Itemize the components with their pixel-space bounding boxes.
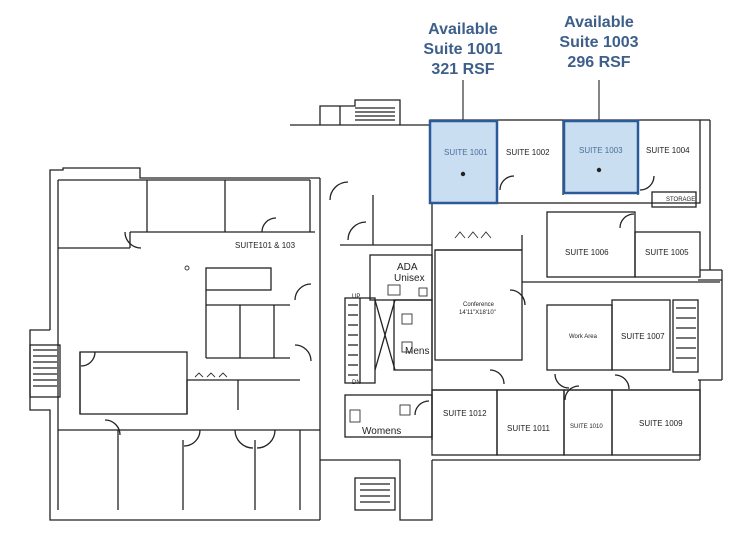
room-label-conference: Conference bbox=[463, 302, 495, 308]
room-label-suite-1009: SUITE 1009 bbox=[639, 419, 683, 428]
room-label-conference-dimensions: 14'11"X18'10" bbox=[459, 310, 496, 316]
callout-dot-1003 bbox=[596, 167, 602, 173]
callout-suite-label: Suite 1001 bbox=[423, 41, 503, 58]
room-label-ada: ADA bbox=[397, 262, 418, 273]
callout-available-label: Available bbox=[564, 14, 634, 31]
room-label-suite-1005: SUITE 1005 bbox=[645, 248, 689, 257]
callout-rsf-label: 321 RSF bbox=[431, 61, 495, 78]
room-label-suite-1011: SUITE 1011 bbox=[507, 424, 550, 433]
suite-1003-highlight bbox=[562, 119, 640, 195]
room-label-suite-101-103: SUITE101 & 103 bbox=[235, 241, 296, 250]
room-label-suite-1003: SUITE 1003 bbox=[579, 146, 623, 155]
room-label-suite-1007: SUITE 1007 bbox=[621, 332, 665, 341]
room-label-suite-1002: SUITE 1002 bbox=[506, 148, 550, 157]
callout-available-label: Available bbox=[428, 21, 498, 38]
callout-suite-1003: Available Suite 1003 296 RSF bbox=[539, 13, 659, 73]
room-label-suite-1006: SUITE 1006 bbox=[565, 248, 609, 257]
room-label-suite-1004: SUITE 1004 bbox=[646, 146, 690, 155]
room-label-storage: STORAGE bbox=[666, 197, 696, 203]
room-label-work-area: Work Area bbox=[569, 334, 597, 340]
stair-down-label: DN bbox=[352, 380, 361, 386]
room-label-unisex: Unisex bbox=[394, 273, 425, 284]
room-label-suite-1001: SUITE 1001 bbox=[444, 148, 488, 157]
callout-suite-label: Suite 1003 bbox=[559, 34, 639, 51]
callout-suite-1001: Available Suite 1001 321 RSF bbox=[403, 20, 523, 80]
room-label-suite-1012: SUITE 1012 bbox=[443, 409, 487, 418]
room-label-suite-1010: SUITE 1010 bbox=[570, 424, 603, 430]
stair-up-label: UP bbox=[352, 294, 361, 300]
suite-1001-highlight bbox=[428, 119, 499, 205]
callout-rsf-label: 296 RSF bbox=[567, 54, 631, 71]
room-label-womens: Womens bbox=[362, 426, 402, 437]
room-label-mens: Mens bbox=[405, 346, 430, 357]
callout-dot-1001 bbox=[460, 171, 466, 177]
